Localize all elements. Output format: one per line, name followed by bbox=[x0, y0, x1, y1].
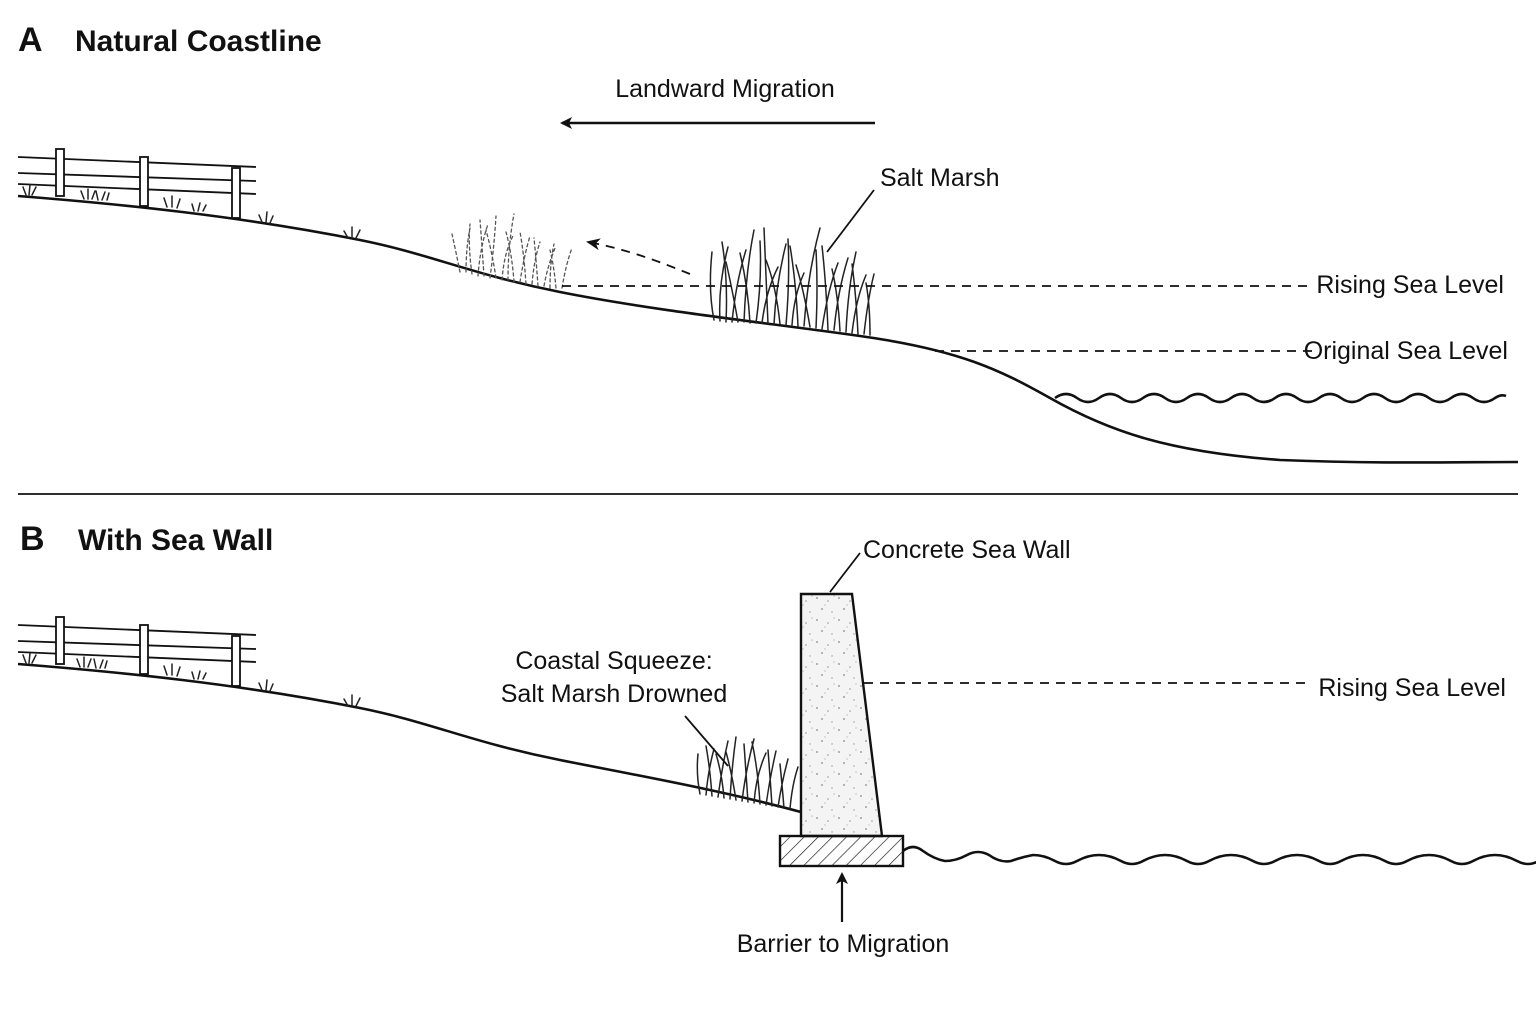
coastal-squeeze-label-line1: Coastal Squeeze: bbox=[515, 647, 712, 675]
grass-tuft-icon bbox=[22, 652, 361, 707]
marsh-migration-arrow-icon bbox=[586, 238, 691, 275]
coastal-squeeze-leader-line bbox=[684, 715, 729, 767]
sea-wall-icon bbox=[778, 592, 905, 868]
panel-a-title: Natural Coastline bbox=[75, 25, 322, 58]
wave-icon bbox=[1054, 392, 1507, 404]
sea-wall-leader-line bbox=[829, 552, 861, 593]
salt-marsh-label: Salt Marsh bbox=[880, 164, 999, 192]
panel-a: A Natural Coastline Landward Migration bbox=[17, 21, 1519, 464]
panel-b-title: With Sea Wall bbox=[78, 524, 273, 557]
coastline-ground-profile bbox=[17, 194, 1519, 464]
grass-tuft-icon bbox=[22, 184, 361, 239]
barrier-label: Barrier to Migration bbox=[737, 930, 950, 958]
coastal-squeeze-label-line2: Salt Marsh Drowned bbox=[501, 680, 727, 708]
rising-sea-level-label-b: Rising Sea Level bbox=[1318, 674, 1506, 702]
fence-icon bbox=[17, 616, 257, 687]
rising-sea-level-label-a: Rising Sea Level bbox=[1316, 271, 1504, 299]
sea-wall-label: Concrete Sea Wall bbox=[863, 536, 1071, 564]
drowned-salt-marsh-grass-icon bbox=[696, 736, 799, 810]
sea-wall-footing bbox=[778, 834, 905, 868]
fence-icon bbox=[17, 148, 257, 219]
coastline-ground-profile-seawall bbox=[17, 662, 802, 814]
salt-marsh-leader-line bbox=[826, 189, 875, 253]
original-sea-level-label: Original Sea Level bbox=[1304, 337, 1508, 365]
wave-icon bbox=[902, 845, 1536, 866]
salt-marsh-grass-icon bbox=[709, 227, 875, 336]
panel-b-letter: B bbox=[20, 520, 45, 558]
panel-b: B With Sea Wall Coastal Squeeze: Salt Ma bbox=[17, 520, 1536, 958]
panel-a-letter: A bbox=[18, 21, 43, 59]
migrated-marsh-grass-icon bbox=[451, 213, 573, 289]
landward-migration-label: Landward Migration bbox=[615, 75, 835, 103]
